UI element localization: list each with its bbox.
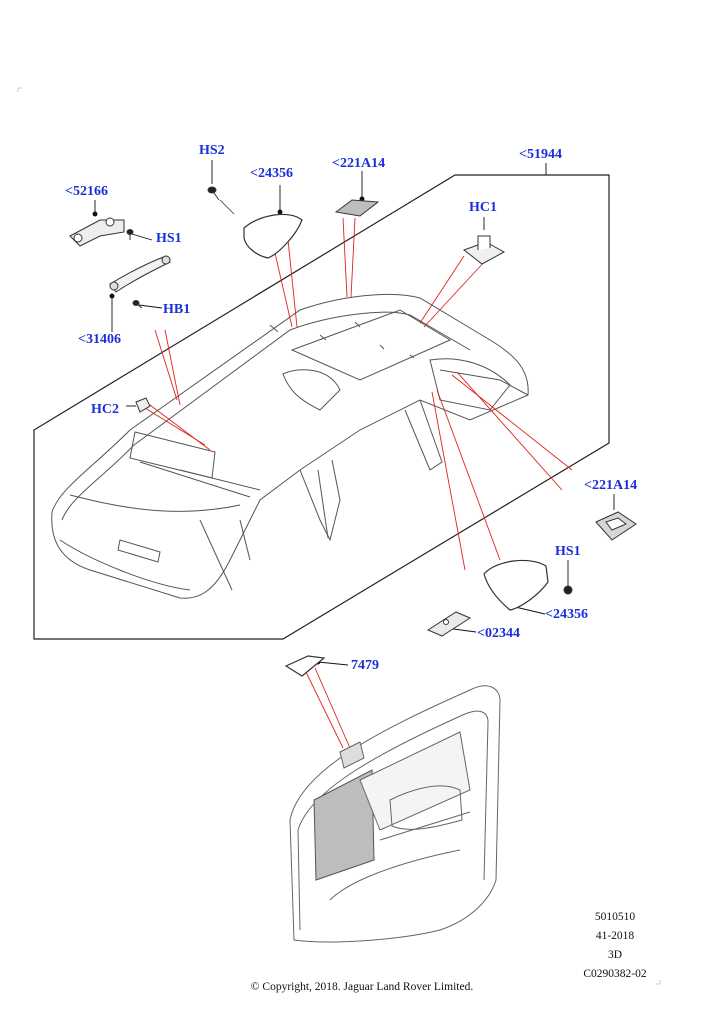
- clip-hc2: [135, 397, 151, 413]
- screw-hs1-top: [126, 229, 134, 240]
- lamp-02344: [426, 611, 472, 637]
- crop-mark-bottom-right: [656, 980, 661, 985]
- headlining-frame: [33, 174, 610, 640]
- label-51944: <51944: [519, 147, 562, 162]
- door-trim-panel: [289, 685, 501, 943]
- label-7479: 7479: [351, 658, 379, 673]
- panel-24356-top: [243, 213, 303, 259]
- cover-221a14-right: [595, 511, 637, 541]
- headliner-panel: [51, 293, 529, 599]
- bracket-52166: [69, 217, 125, 247]
- meta-block: 5010510 41-2018 3D C0290382-02: [570, 908, 660, 984]
- clip-hc1: [462, 235, 506, 265]
- label-221a14-right: <221A14: [584, 478, 638, 493]
- label-hc2: HC2: [91, 402, 119, 417]
- label-31406: <31406: [78, 332, 121, 347]
- label-hc1: HC1: [469, 200, 497, 215]
- label-221a14-top: <221A14: [332, 156, 386, 171]
- copyright-notice: © Copyright, 2018. Jaguar Land Rover Lim…: [250, 981, 474, 993]
- label-24356-top: <24356: [250, 166, 293, 181]
- meta-line-4: C0290382-02: [583, 968, 647, 980]
- switch-cover-7479: [284, 655, 326, 677]
- label-hs2: HS2: [199, 143, 225, 158]
- label-52166: <52166: [65, 184, 108, 199]
- panel-24356-right: [483, 559, 549, 611]
- label-02344: <02344: [477, 626, 520, 641]
- meta-line-1: 5010510: [594, 911, 636, 923]
- screw-hs2: [207, 186, 235, 215]
- label-hs1-top: HS1: [156, 231, 182, 246]
- label-24356-right: <24356: [545, 607, 588, 622]
- screw-hb1: [132, 300, 143, 309]
- meta-line-3: 3D: [607, 949, 623, 961]
- grab-handle-31406: [109, 255, 171, 293]
- leader-lines: [144, 217, 573, 749]
- cover-221a14-top: [334, 199, 380, 217]
- label-hs1-right: HS1: [555, 544, 581, 559]
- meta-line-2: 41-2018: [595, 930, 635, 942]
- screw-hs1-right: [563, 585, 573, 595]
- label-hb1: HB1: [163, 302, 191, 317]
- callout-leaders: [92, 160, 615, 666]
- crop-mark-top-left: [17, 87, 22, 92]
